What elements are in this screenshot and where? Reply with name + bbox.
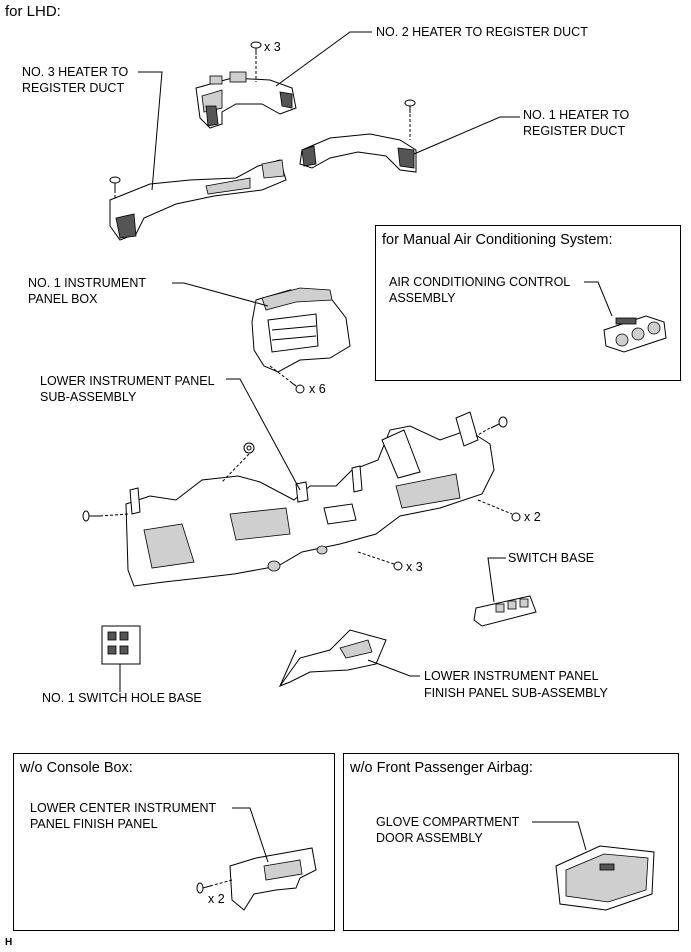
airbag-box-title: w/o Front Passenger Airbag: bbox=[350, 760, 533, 776]
no1-screw-icon bbox=[404, 99, 416, 113]
console-screw-qty: x 2 bbox=[208, 892, 225, 906]
left-screw-icon bbox=[82, 510, 100, 522]
figure-code: H bbox=[5, 937, 13, 948]
console-screw-icon bbox=[196, 882, 211, 894]
finish-panel-label-line1: LOWER INSTRUMENT PANEL bbox=[424, 669, 599, 683]
page-title: for LHD: bbox=[5, 3, 61, 20]
center-bolt-icon bbox=[393, 561, 403, 571]
glove-compartment-door bbox=[555, 845, 655, 911]
finish-panel-label-line2: FINISH PANEL SUB-ASSEMBLY bbox=[424, 686, 608, 700]
ac-control-assembly bbox=[603, 315, 667, 353]
manual-ac-box-title: for Manual Air Conditioning System: bbox=[382, 232, 613, 248]
no1-duct-label-line1: NO. 1 HEATER TO bbox=[523, 108, 630, 122]
center-finish-panel-label-line1: LOWER CENTER INSTRUMENT bbox=[30, 801, 217, 815]
console-box-frame: w/o Console Box: bbox=[13, 753, 335, 931]
panel-box-bolt-icon bbox=[291, 382, 305, 394]
upper-right-screw-icon bbox=[490, 416, 508, 429]
no2-duct-label: NO. 2 HEATER TO REGISTER DUCT bbox=[376, 25, 588, 39]
switch-base bbox=[473, 595, 537, 627]
lower-panel-label-line2: SUB-ASSEMBLY bbox=[40, 390, 137, 404]
panel-box-bolt-qty: x 6 bbox=[309, 382, 326, 396]
glove-door-label-line1: GLOVE COMPARTMENT bbox=[376, 815, 520, 829]
console-box-title: w/o Console Box: bbox=[20, 760, 133, 776]
ac-control-label-line2: ASSEMBLY bbox=[389, 291, 456, 305]
panel-box-label-line1: NO. 1 INSTRUMENT bbox=[28, 276, 147, 290]
no1-instrument-panel-box bbox=[251, 287, 351, 373]
lower-center-finish-panel bbox=[229, 847, 317, 911]
ac-control-label-line1: AIR CONDITIONING CONTROL bbox=[389, 275, 571, 289]
switch-hole-base-label: NO. 1 SWITCH HOLE BASE bbox=[42, 691, 202, 705]
manual-ac-box: for Manual Air Conditioning System: bbox=[375, 225, 681, 381]
no3-screw-icon bbox=[109, 176, 121, 190]
right-bolt-qty: x 2 bbox=[524, 510, 541, 524]
lower-finish-panel bbox=[278, 629, 387, 688]
switch-base-label: SWITCH BASE bbox=[508, 551, 595, 565]
no3-heater-duct bbox=[109, 159, 287, 241]
center-finish-panel-label-line2: PANEL FINISH PANEL bbox=[30, 817, 158, 831]
no3-duct-label-line1: NO. 3 HEATER TO bbox=[22, 65, 129, 79]
panel-box-label-line2: PANEL BOX bbox=[28, 292, 98, 306]
no2-heater-duct bbox=[195, 71, 297, 129]
center-bolt-qty: x 3 bbox=[406, 560, 423, 574]
nut-icon bbox=[243, 442, 255, 454]
glove-door-label-line2: DOOR ASSEMBLY bbox=[376, 831, 483, 845]
no2-screw-icon bbox=[250, 41, 262, 55]
lower-panel-label-line1: LOWER INSTRUMENT PANEL bbox=[40, 374, 215, 388]
no1-switch-hole-base bbox=[101, 625, 141, 665]
right-bolt-icon bbox=[511, 512, 521, 522]
no2-screw-qty: x 3 bbox=[264, 40, 281, 54]
lower-instrument-panel bbox=[125, 411, 495, 587]
no1-heater-duct bbox=[299, 133, 417, 173]
no3-duct-label-line2: REGISTER DUCT bbox=[22, 81, 125, 95]
no1-duct-label-line2: REGISTER DUCT bbox=[523, 124, 626, 138]
